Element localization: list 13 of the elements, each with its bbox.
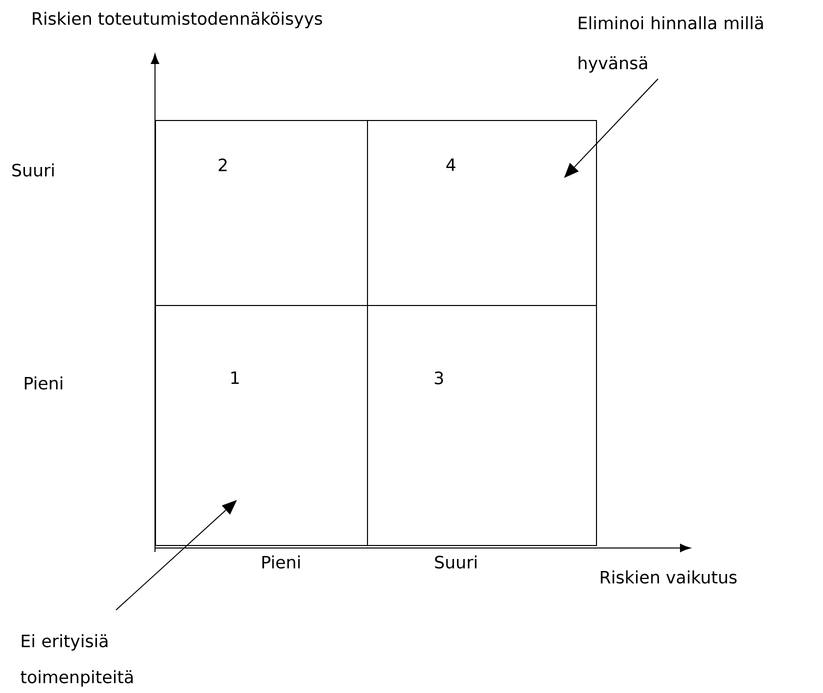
matrix-cell: 1	[155, 305, 368, 546]
axis-value: Pieni	[260, 554, 302, 570]
axis-title: Riskien vaikutus	[598, 569, 738, 585]
axis-value: Suuri	[432, 554, 480, 570]
axis-title: Riskien toteutumistodennäköisyys	[30, 10, 324, 30]
axis-value: Pieni	[22, 375, 65, 391]
callout-text: Ei erityisiä toimenpiteitä	[20, 634, 133, 687]
matrix-cell: 2	[155, 120, 368, 306]
leader-arrow	[564, 78, 658, 178]
matrix-cell: 3	[367, 305, 597, 546]
matrix-cell: 4	[367, 120, 597, 306]
callout-text: Eliminoi hinnalla millä hyvänsä	[578, 16, 763, 73]
axis-value: Suuri	[10, 162, 56, 178]
